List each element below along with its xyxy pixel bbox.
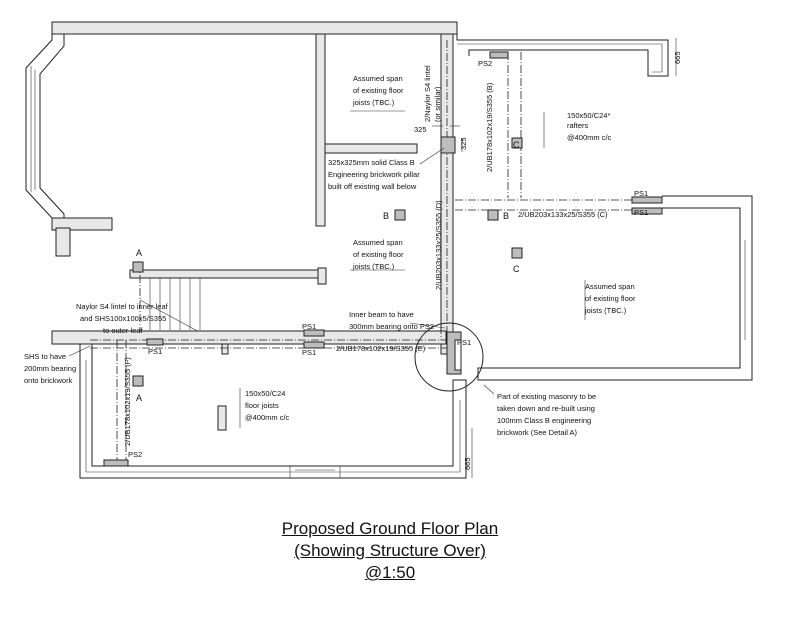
- ps2-top-label: PS2: [478, 59, 492, 68]
- title-scale: @1:50: [364, 563, 416, 582]
- svg-text:@400mm c/c: @400mm c/c: [245, 413, 290, 422]
- svg-text:Inner beam to have: Inner beam to have: [349, 310, 414, 319]
- svg-text:Engineering brickwork pillar: Engineering brickwork pillar: [328, 170, 420, 179]
- lintel-top-label: 2/Naylor S4 lintel (or similar): [423, 65, 442, 122]
- span-note-right: Assumed span of existing floor joists (T…: [584, 282, 636, 315]
- marker-c-top: C: [513, 140, 520, 150]
- svg-text:joists (TBC.): joists (TBC.): [352, 98, 395, 107]
- lintel-note: Naylor S4 lintel to inner leaf and SHS10…: [76, 302, 169, 335]
- marker-c-bottom: C: [513, 264, 520, 274]
- drawing-title-block: Proposed Ground Floor Plan (Showing Stru…: [200, 518, 580, 584]
- svg-text:300mm bearing onto PS2: 300mm bearing onto PS2: [349, 322, 434, 331]
- dim-665-bottom: 665: [463, 457, 472, 470]
- svg-text:taken down and re-built using: taken down and re-built using: [497, 404, 595, 413]
- pillar-note: 325x325mm solid Class B Engineering bric…: [328, 158, 420, 191]
- svg-text:Naylor S4 lintel to inner leaf: Naylor S4 lintel to inner leaf: [76, 302, 169, 311]
- ps1-right-bottom-label: PS1: [634, 208, 648, 217]
- dim-665-top: 665: [673, 51, 682, 64]
- svg-text:and SHS100x100x5/S355: and SHS100x100x5/S355: [80, 314, 166, 323]
- marker-a-top: A: [136, 248, 142, 258]
- svg-text:to outer leaf: to outer leaf: [103, 326, 144, 335]
- svg-text:floor joists: floor joists: [245, 401, 279, 410]
- marker-b-right: B: [503, 211, 509, 221]
- walls: [25, 21, 753, 479]
- svg-text:rafters: rafters: [567, 121, 589, 130]
- svg-text:built off existing wall below: built off existing wall below: [328, 182, 417, 191]
- dim-325-h: 325: [414, 125, 427, 134]
- svg-text:200mm bearing: 200mm bearing: [24, 364, 76, 373]
- svg-text:of existing floor: of existing floor: [353, 86, 404, 95]
- span-note-mid: Assumed span of existing floor joists (T…: [352, 238, 404, 271]
- ps1-mid-bottom-label: PS1: [302, 348, 316, 357]
- svg-text:2/Naylor S4 lintel: 2/Naylor S4 lintel: [423, 65, 432, 122]
- title-line-1: Proposed Ground Floor Plan: [281, 519, 499, 538]
- svg-text:Assumed span: Assumed span: [353, 238, 403, 247]
- svg-text:brickwork (See Detail A): brickwork (See Detail A): [497, 428, 578, 437]
- ps1-corner-label: PS1: [457, 338, 471, 347]
- floor-joists-note: 150x50/C24 floor joists @400mm c/c: [245, 389, 290, 422]
- beam-d-label: 2/UB203x133x25/S355 (D): [434, 200, 443, 290]
- dim-325-v: 325: [459, 137, 468, 150]
- svg-text:100mm Class B engineering: 100mm Class B engineering: [497, 416, 591, 425]
- svg-text:(or similar): (or similar): [433, 86, 442, 122]
- svg-text:325x325mm solid Class B: 325x325mm solid Class B: [328, 158, 415, 167]
- svg-text:SHS to have: SHS to have: [24, 352, 66, 361]
- beam-c-label: 2/UB203x133x25/S355 (C): [518, 210, 608, 219]
- detail-a-circle: [414, 322, 484, 392]
- svg-text:150x50/C24*: 150x50/C24*: [567, 111, 610, 120]
- svg-text:Assumed span: Assumed span: [585, 282, 635, 291]
- padstones: [103, 51, 663, 467]
- span-note-top: Assumed span of existing floor joists (T…: [352, 74, 404, 107]
- inner-beam-note: Inner beam to have 300mm bearing onto PS…: [349, 310, 434, 331]
- marker-a-bottom: A: [136, 393, 142, 403]
- shs-note: SHS to have 200mm bearing onto brickwork: [24, 352, 76, 385]
- svg-text:150x50/C24: 150x50/C24: [245, 389, 285, 398]
- svg-text:joists (TBC.): joists (TBC.): [352, 262, 395, 271]
- title-line-2: (Showing Structure Over): [294, 541, 486, 560]
- svg-text:Part of existing masonry to be: Part of existing masonry to be: [497, 392, 596, 401]
- svg-text:@400mm c/c: @400mm c/c: [567, 133, 612, 142]
- ps2-bottom-label: PS2: [128, 450, 142, 459]
- beam-f-label: 2/UB178x102x19/S355 (F): [123, 357, 132, 446]
- beam-e-label: 2/UB178x102x19/S355 (E): [336, 344, 426, 353]
- svg-text:Assumed span: Assumed span: [353, 74, 403, 83]
- svg-text:onto brickwork: onto brickwork: [24, 376, 73, 385]
- rafters-note: 150x50/C24* rafters @400mm c/c: [567, 111, 612, 142]
- ps1-right-top-label: PS1: [634, 189, 648, 198]
- svg-text:of existing floor: of existing floor: [585, 294, 636, 303]
- ps1-left-label: PS1: [148, 347, 162, 356]
- svg-text:of existing floor: of existing floor: [353, 250, 404, 259]
- marker-b-left: B: [383, 211, 389, 221]
- masonry-note: Part of existing masonry to be taken dow…: [497, 392, 596, 437]
- svg-text:joists (TBC.): joists (TBC.): [584, 306, 627, 315]
- beam-centrelines: [90, 40, 660, 462]
- beam-b-label: 2/UB178x102x19/S355 (B): [485, 82, 494, 172]
- leader-lines: [68, 38, 677, 478]
- ps1-mid-top-label: PS1: [302, 322, 316, 331]
